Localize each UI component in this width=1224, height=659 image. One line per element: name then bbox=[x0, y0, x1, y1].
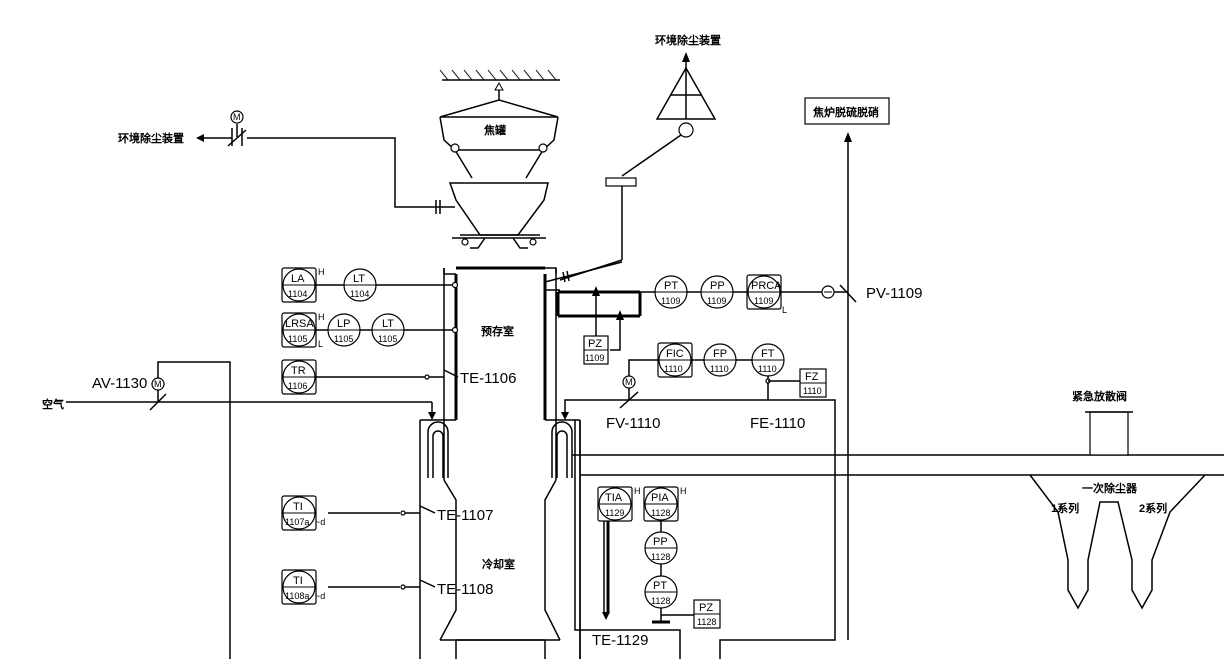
pz1128-num: 1128 bbox=[697, 617, 716, 627]
ti1108-suffix: ~d bbox=[315, 591, 325, 601]
prca1109-num: 1109 bbox=[754, 296, 773, 306]
dust-left-label: 环境除尘装置 bbox=[118, 131, 184, 145]
coke-oven-label: 焦炉脱硫脱硝 bbox=[812, 105, 879, 119]
crane-rail bbox=[439, 69, 560, 100]
la1104-tag: LA bbox=[291, 273, 305, 285]
pp1128-num: 1128 bbox=[651, 552, 670, 562]
tia1129-flag: H bbox=[634, 486, 641, 496]
pp1109-num: 1109 bbox=[707, 296, 726, 306]
motor-fv1110: M bbox=[625, 377, 633, 387]
fz1110-tag: FZ bbox=[805, 371, 819, 383]
coke-oven-system: 焦炉脱硫脱硝 bbox=[804, 97, 890, 640]
motor-av1130: M bbox=[154, 379, 162, 389]
tr1106-num: 1106 bbox=[288, 381, 307, 391]
air-inlet: 空气 M AV-1130 bbox=[42, 361, 436, 659]
cooling-chamber-label: 冷却室 bbox=[482, 557, 515, 571]
te1106-label: TE-1106 bbox=[460, 370, 516, 387]
fic1110-tag: FIC bbox=[666, 348, 684, 360]
charging-hopper bbox=[448, 182, 549, 249]
coke-tank: 焦罐 bbox=[439, 99, 559, 179]
la1104-num: 1104 bbox=[288, 289, 307, 299]
coke-tank-label: 焦罐 bbox=[483, 123, 506, 137]
air-label: 空气 bbox=[42, 397, 64, 411]
motor-dust-left: M bbox=[233, 112, 241, 122]
ti1107-num: 1107a bbox=[285, 517, 309, 527]
lrsa1105-flag-h: H bbox=[318, 312, 325, 322]
loop-1105: LRSA 1105 H L LP 1105 LT 1105 bbox=[281, 312, 459, 349]
tia1129-tag: TIA bbox=[605, 492, 623, 504]
pz1109-tag: PZ bbox=[588, 338, 602, 350]
fz1110-num: 1110 bbox=[803, 386, 822, 396]
ti1107-suffix: ~d bbox=[315, 517, 325, 527]
loop-1110: FIC 1110 FP 1110 FT 1110 FZ 1110 M FV-11… bbox=[606, 342, 827, 432]
pv1109-label: PV-1109 bbox=[866, 285, 922, 302]
lrsa1105-num: 1105 bbox=[288, 334, 307, 344]
dust-top-label: 环境除尘装置 bbox=[655, 33, 721, 47]
pia1128-num: 1128 bbox=[651, 508, 670, 518]
ft1110-tag: FT bbox=[761, 348, 775, 360]
pz1128-tag: PZ bbox=[699, 602, 713, 614]
te1107-label: TE-1107 bbox=[437, 507, 493, 524]
lt1105-tag: LT bbox=[382, 318, 394, 330]
lrsa1105-tag: LRSA bbox=[285, 318, 314, 330]
pia1128-tag: PIA bbox=[651, 492, 669, 504]
ft1110-num: 1110 bbox=[758, 364, 777, 374]
loop-1107: TI 1107a ~d TE-1107 bbox=[281, 495, 493, 531]
te1108-label: TE-1108 bbox=[437, 581, 493, 598]
pp1128-tag: PP bbox=[653, 536, 668, 548]
loop-1104: LA 1104 H LT 1104 bbox=[281, 267, 459, 303]
fp1110-num: 1110 bbox=[710, 364, 729, 374]
pz1109-num: 1109 bbox=[585, 353, 604, 363]
tr1106-tag: TR bbox=[291, 365, 306, 377]
pp1109-tag: PP bbox=[710, 280, 725, 292]
series2-label: 2系列 bbox=[1139, 501, 1167, 515]
pt1128-num: 1128 bbox=[651, 596, 670, 606]
fv1110-label: FV-1110 bbox=[606, 415, 660, 432]
lt1104-tag: LT bbox=[353, 273, 365, 285]
dust-collector-top: 环境除尘装置 bbox=[559, 33, 721, 281]
ti1107-tag: TI bbox=[293, 501, 303, 513]
lrsa1105-flag-l: L bbox=[318, 339, 323, 349]
emergency-valve-label: 紧急放散阀 bbox=[1072, 389, 1127, 403]
pt1128-tag: PT bbox=[653, 580, 667, 592]
prca1109-tag: PRCA bbox=[751, 280, 782, 292]
pia1128-flag: H bbox=[680, 486, 687, 496]
prca1109-flag: L bbox=[782, 305, 787, 315]
ti1108-tag: TI bbox=[293, 575, 303, 587]
pt1109-num: 1109 bbox=[661, 296, 680, 306]
loop-1128: PIA 1128 H PP 1128 PT 1128 PZ 1128 bbox=[643, 486, 721, 629]
tia1129-num: 1129 bbox=[605, 508, 624, 518]
lp1105-num: 1105 bbox=[334, 334, 353, 344]
pt1109-tag: PT bbox=[664, 280, 678, 292]
dust-line-left: M 环境除尘装置 bbox=[118, 110, 455, 214]
te1129-label: TE-1129 bbox=[592, 632, 648, 649]
fe1110-label: FE-1110 bbox=[750, 415, 805, 432]
lp1105-tag: LP bbox=[337, 318, 350, 330]
la1104-flag: H bbox=[318, 267, 325, 277]
ti1108-num: 1108a bbox=[285, 591, 309, 601]
cdq-shaft: 预存室 冷却室 bbox=[419, 261, 623, 659]
av1130-label: AV-1130 bbox=[92, 375, 147, 392]
lt1105-num: 1105 bbox=[378, 334, 397, 344]
prechamber-label: 预存室 bbox=[481, 324, 514, 338]
fic1110-num: 1110 bbox=[664, 364, 683, 374]
gas-ducts bbox=[561, 399, 1224, 659]
loop-1106: TR 1106 TE-1106 bbox=[281, 359, 516, 395]
loop-1108: TI 1108a ~d TE-1108 bbox=[281, 569, 493, 605]
primary-dust-label: 一次除尘器 bbox=[1082, 481, 1138, 495]
loop-1129: TIA 1129 H TE-1129 bbox=[592, 486, 648, 649]
primary-dust-collector: 紧急放散阀 一次除尘器 1系列 2系列 bbox=[1029, 389, 1206, 610]
lt1104-num: 1104 bbox=[350, 289, 369, 299]
fp1110-tag: FP bbox=[713, 348, 727, 360]
loop-1109: PZ 1109 PT 1109 PP 1109 PRCA 1109 L PV-1… bbox=[556, 274, 922, 365]
